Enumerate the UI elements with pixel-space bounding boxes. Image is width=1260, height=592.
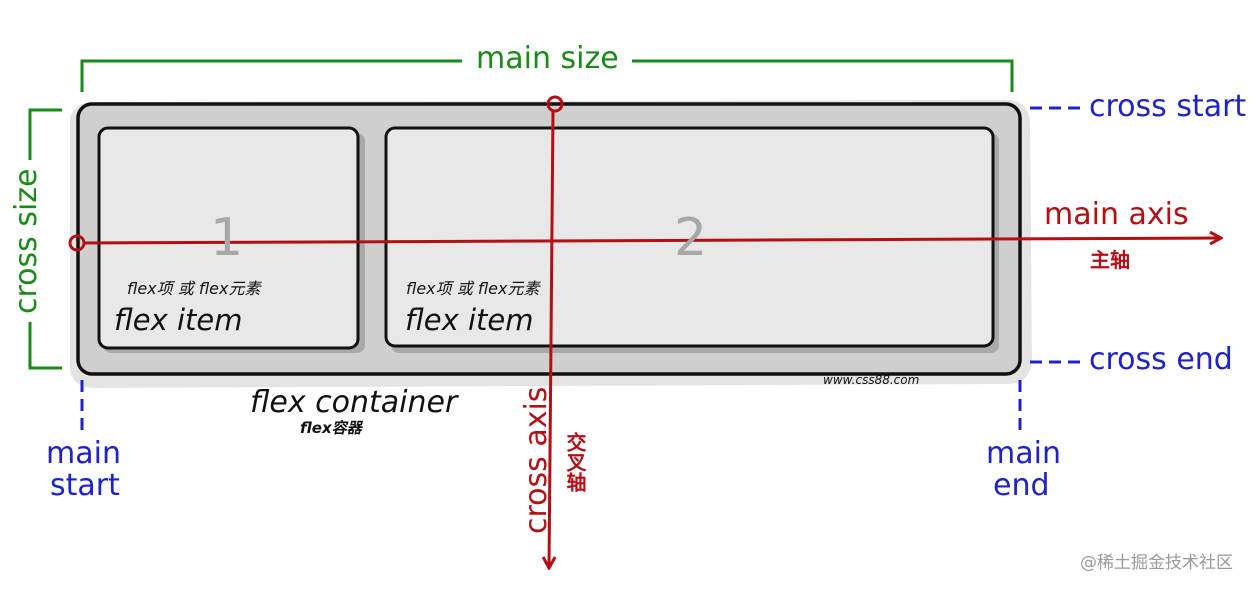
flex-item-2-box [384,126,995,348]
cross-axis-origin [546,95,564,113]
flex-item-2-number: 2 [674,208,708,268]
main-end-label-line1: main [986,436,1061,471]
flex-container-label: flex container [250,385,458,420]
flex-item-2-label-cn: flex项 或 flex元素 [406,279,540,298]
watermark: @稀土掘金技术社区 [1080,553,1233,573]
cross-start-label: cross start [1089,89,1247,124]
cross-axis-label: cross axis [519,386,554,534]
flex-item-1-box [97,126,360,350]
main-size-bracket [80,59,1014,92]
flex-item-1-label-cn: flex项 或 flex元素 [127,279,261,298]
main-start-label-line1: main [46,436,121,471]
cross-axis-line [549,110,553,568]
flex-item-1-label-en: flex item [114,303,243,337]
flex-container-cn-label: flex容器 [300,419,362,437]
cross-end-label: cross end [1089,342,1233,377]
cross-axis-cn-label: 交叉轴 [563,432,587,492]
flex-item-2-label-en: flex item [405,303,534,337]
flex-item-1-number: 1 [210,208,244,268]
main-axis-line [83,238,1221,243]
site-credit: www.css88.com [823,373,920,387]
main-size-label: main size [476,41,619,76]
main-end-label-line2: end [993,468,1050,503]
main-axis-cn-label: 主轴 [1090,248,1130,272]
cross-size-bracket [28,108,62,370]
cross-size-label: cross size [9,168,44,315]
main-axis-label: main axis [1044,197,1189,232]
main-start-label-line2: start [50,468,120,503]
